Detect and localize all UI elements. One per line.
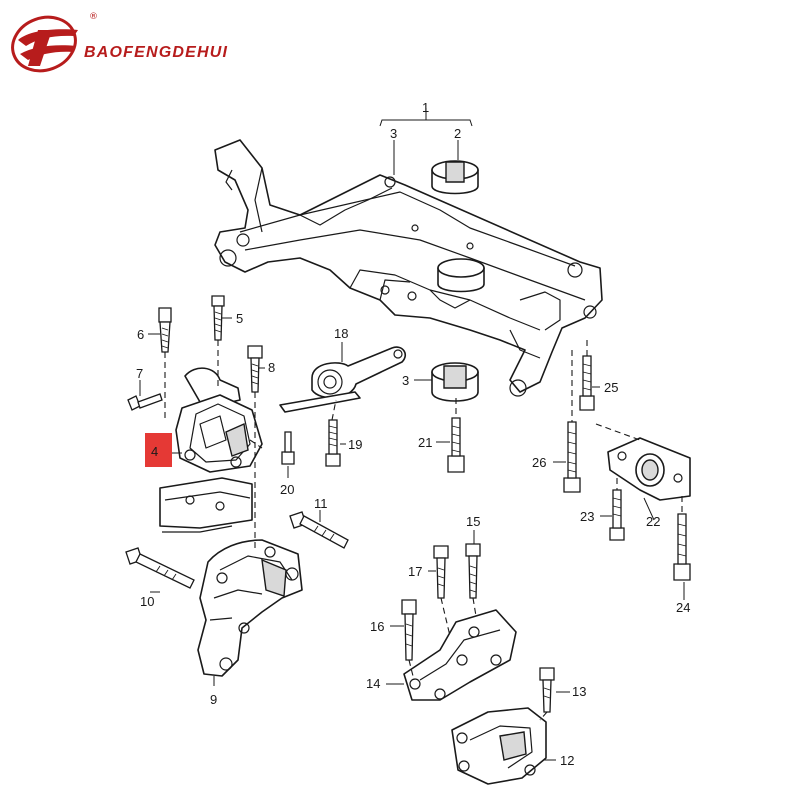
callout-25: 25 bbox=[604, 380, 618, 395]
bushing-3-lower bbox=[431, 362, 479, 402]
leader-lines bbox=[139, 108, 685, 761]
bolt-26 bbox=[563, 421, 581, 493]
callout-labels: 1 2 3 3 4 5 6 7 8 9 10 11 12 13 14 15 16… bbox=[136, 100, 690, 768]
bolt-10 bbox=[125, 547, 195, 589]
bolt-8 bbox=[247, 345, 263, 393]
callout-11: 11 bbox=[314, 496, 328, 511]
callout-4: 4 bbox=[151, 444, 158, 459]
bearing-bracket-22 bbox=[607, 437, 691, 501]
callout-13: 13 bbox=[572, 684, 586, 699]
callout-1: 1 bbox=[422, 100, 429, 115]
bushing-2 bbox=[431, 160, 479, 195]
callout-26: 26 bbox=[532, 455, 546, 470]
callout-3-lower: 3 bbox=[402, 373, 409, 388]
callout-21: 21 bbox=[418, 435, 432, 450]
callout-8: 8 bbox=[268, 360, 275, 375]
bushing-middle bbox=[437, 258, 485, 293]
bolt-23 bbox=[609, 489, 625, 541]
callout-9: 9 bbox=[210, 692, 217, 707]
bracket-9 bbox=[197, 539, 303, 677]
callout-16: 16 bbox=[370, 619, 384, 634]
bolt-7 bbox=[127, 393, 163, 411]
bolt-20 bbox=[281, 431, 295, 465]
callout-23: 23 bbox=[580, 509, 594, 524]
bolt-24 bbox=[673, 513, 691, 581]
brand-name: BAOFENGDEHUI bbox=[84, 44, 229, 61]
bolt-5 bbox=[211, 295, 225, 341]
callout-22: 22 bbox=[646, 514, 660, 529]
highlight-box-4 bbox=[145, 433, 172, 467]
callout-3-top: 3 bbox=[390, 126, 397, 141]
callout-20: 20 bbox=[280, 482, 294, 497]
bolt-11 bbox=[289, 511, 349, 549]
callout-14: 14 bbox=[366, 676, 380, 691]
callout-24: 24 bbox=[676, 600, 690, 615]
callout-12: 12 bbox=[560, 753, 574, 768]
assembly-lines bbox=[164, 340, 683, 721]
callout-17: 17 bbox=[408, 564, 422, 579]
registered-mark: ® bbox=[89, 12, 98, 22]
callout-18: 18 bbox=[334, 326, 348, 341]
bolt-19 bbox=[325, 419, 341, 467]
callout-10: 10 bbox=[140, 594, 154, 609]
subframe-assembly bbox=[214, 139, 603, 397]
bolt-17 bbox=[433, 545, 449, 599]
bracket-14 bbox=[403, 609, 517, 701]
callout-19: 19 bbox=[348, 437, 362, 452]
bolt-6 bbox=[158, 307, 172, 353]
bolt-21 bbox=[447, 417, 465, 473]
transmission-mount-12 bbox=[451, 707, 547, 785]
brand-logo bbox=[11, 15, 78, 73]
callout-2: 2 bbox=[454, 126, 461, 141]
torque-rod-18 bbox=[279, 346, 407, 413]
bolt-15 bbox=[465, 543, 481, 599]
bolt-13 bbox=[539, 667, 555, 713]
engine-mount-4 bbox=[159, 367, 263, 533]
callout-15: 15 bbox=[466, 514, 480, 529]
bolt-25 bbox=[579, 355, 595, 411]
callout-5: 5 bbox=[236, 311, 243, 326]
callout-7: 7 bbox=[136, 366, 143, 381]
bolt-16 bbox=[401, 599, 417, 661]
callout-6: 6 bbox=[137, 327, 144, 342]
